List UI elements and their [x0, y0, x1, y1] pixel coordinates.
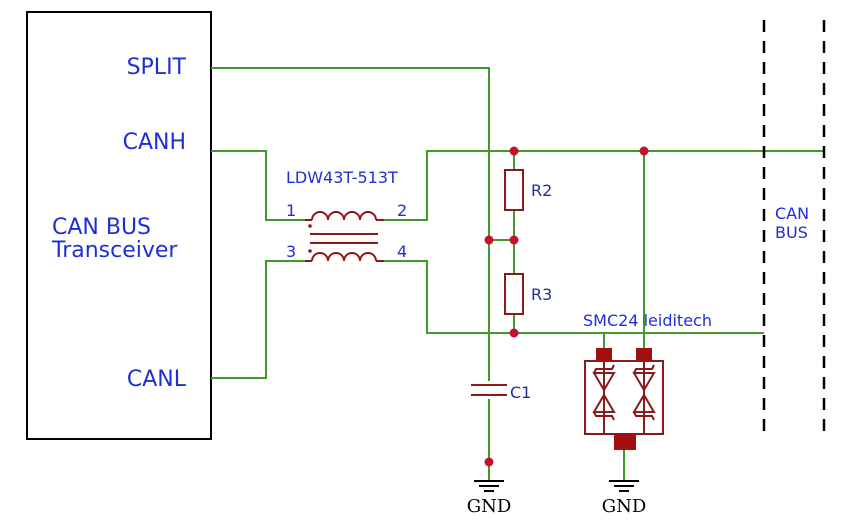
choke-part-label: LDW43T-513T	[286, 168, 398, 187]
junctions	[484, 146, 649, 467]
common-mode-choke	[305, 211, 384, 262]
resistor-r2-label: R2	[531, 181, 552, 200]
junction-dot	[484, 235, 494, 245]
junction-dot	[509, 146, 519, 156]
wire-canl-in	[211, 260, 305, 379]
resistor-r3	[504, 273, 524, 315]
pin-label-canl: CANL	[127, 367, 187, 392]
choke-polarity-dot	[308, 224, 312, 228]
tvs-diode	[632, 393, 656, 413]
choke-winding-top	[311, 211, 377, 221]
wires	[211, 67, 824, 480]
wire-canl-bus	[384, 260, 764, 334]
choke-pin-3: 3	[286, 242, 296, 261]
tvs-diode	[632, 372, 656, 392]
junction-dot	[484, 457, 494, 467]
tvs-pad	[596, 348, 612, 361]
choke-pin-2: 2	[397, 201, 407, 220]
transceiver-title-line1: CAN BUS	[52, 215, 151, 240]
resistor-r2	[504, 169, 524, 211]
choke-pin-1: 1	[286, 201, 296, 220]
junction-dot	[509, 328, 519, 338]
choke-polarity-dot	[308, 249, 312, 253]
junction-dot	[509, 235, 519, 245]
pin-label-canh: CANH	[123, 130, 186, 155]
tvs-diode-array	[584, 348, 664, 450]
capacitor-c1-label: C1	[510, 383, 531, 402]
choke-winding-bottom	[311, 252, 377, 262]
capacitor-gap	[480, 381, 498, 399]
junction-dot	[639, 146, 649, 156]
transceiver-box	[26, 11, 212, 440]
pin-label-split: SPLIT	[127, 55, 187, 80]
tvs-pad	[614, 434, 636, 450]
ground-label: GND	[602, 496, 647, 517]
bus-label-line2: BUS	[775, 223, 808, 242]
tvs-diode	[592, 372, 616, 392]
resistor-r3-label: R3	[531, 285, 552, 304]
wire-canh-bus	[384, 150, 824, 221]
tvs-diode	[592, 393, 616, 413]
ground-label: GND	[467, 496, 512, 517]
transceiver-title-line2: Transceiver	[51, 238, 178, 263]
tvs-pad	[636, 348, 652, 361]
wire-split	[211, 67, 490, 462]
wire-canh-in	[211, 150, 305, 221]
bus-label-line1: CAN	[775, 204, 809, 223]
choke-pin-4: 4	[397, 242, 407, 261]
ground-symbol	[609, 480, 639, 492]
tvs-part-label: SMC24 leiditech	[583, 311, 712, 330]
